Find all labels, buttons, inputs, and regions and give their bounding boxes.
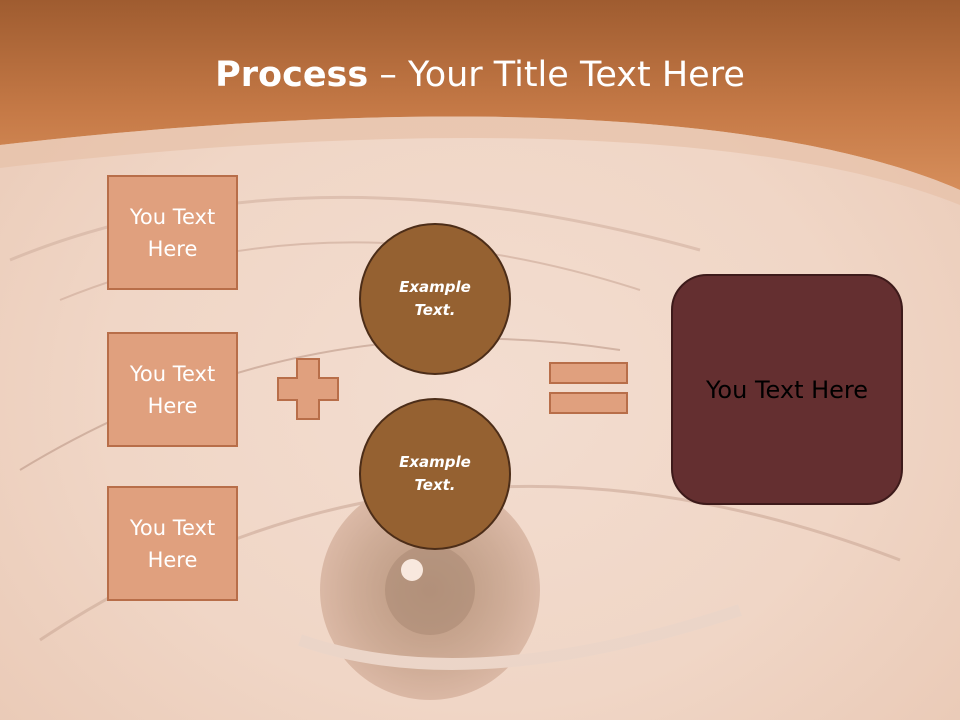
example-circle-1: Example Text.	[359, 223, 511, 375]
result-box: You Text Here	[671, 274, 903, 505]
slide-title: Process – Your Title Text Here	[0, 52, 960, 98]
result-label: You Text Here	[705, 375, 869, 404]
eye-illustration	[9, 195, 901, 700]
example-circle-2-label: Example Text.	[399, 453, 471, 494]
example-circle-2: Example Text.	[359, 398, 511, 550]
input-box-3-label: You Text Here	[129, 515, 216, 572]
plus-icon	[277, 358, 339, 420]
input-box-1: You Text Here	[107, 175, 238, 290]
input-box-1-label: You Text Here	[129, 204, 216, 261]
title-bold: Process	[215, 55, 369, 95]
input-box-2-label: You Text Here	[129, 361, 216, 418]
equals-bar-top	[549, 362, 628, 384]
equals-bar-bottom	[549, 392, 628, 414]
title-rest: – Your Title Text Here	[368, 55, 745, 95]
example-circle-1-label: Example Text.	[399, 278, 471, 319]
input-box-3: You Text Here	[107, 486, 238, 601]
input-box-2: You Text Here	[107, 332, 238, 447]
